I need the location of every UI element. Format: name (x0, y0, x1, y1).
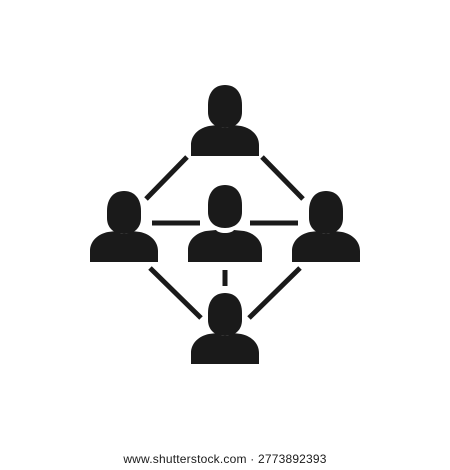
person-icon-right (292, 191, 360, 262)
connector-bottom-right (247, 266, 302, 320)
person-icon-center (188, 185, 262, 262)
connection-lines (144, 155, 305, 320)
connector-top-left (144, 155, 189, 201)
footer-strip: www.shutterstock.com · 2773892393 (0, 447, 450, 470)
person-icon-top (191, 85, 259, 156)
stock-id-text: www.shutterstock.com · 2773892393 (123, 451, 327, 466)
connector-top-right (260, 155, 305, 201)
connector-bottom-left (148, 266, 203, 320)
person-icon-bottom (191, 293, 259, 364)
person-icon-left (90, 191, 158, 262)
